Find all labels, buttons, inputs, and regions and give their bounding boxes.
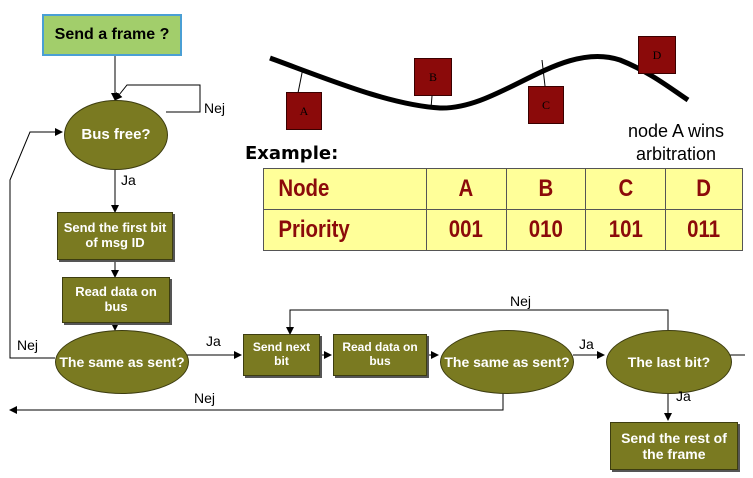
node-a: A — [286, 92, 322, 130]
table-header-cell: A — [431, 168, 501, 210]
nej-label: Nej — [194, 390, 216, 406]
last-bit-decision: The last bit? — [606, 330, 732, 394]
table-row: Node A B C D — [264, 168, 743, 210]
priority-table: Node A B C D Priority 001 010 101 011 — [263, 168, 743, 251]
table-header-cell: C — [591, 168, 660, 210]
table-cell: Priority — [275, 209, 415, 251]
same-as-sent-decision-1: The same as sent? — [55, 330, 189, 394]
node-b: B — [414, 58, 452, 96]
example-heading: Example: — [245, 143, 339, 164]
table-cell: 011 — [670, 209, 738, 251]
nej-label: Nej — [17, 337, 39, 353]
table-cell: 010 — [511, 209, 581, 251]
nej-label: Nej — [510, 293, 532, 309]
bus-free-decision: Bus free? — [64, 100, 168, 170]
read-data-box-1: Read data on bus — [62, 277, 170, 323]
ja-label: Ja — [676, 388, 691, 404]
nej-label: Nej — [204, 100, 226, 116]
table-cell: 001 — [431, 209, 501, 251]
table-row: Priority 001 010 101 011 — [264, 209, 743, 251]
table-header-cell: Node — [275, 168, 415, 210]
node-d: D — [638, 36, 676, 74]
ja-label: Ja — [579, 336, 594, 352]
send-frame-box: Send a frame ? — [42, 14, 182, 56]
send-first-bit-box: Send the first bit of msg ID — [57, 212, 173, 260]
table-cell: 101 — [591, 209, 660, 251]
ja-label: Ja — [206, 333, 221, 349]
send-rest-box: Send the rest of the frame — [610, 422, 738, 470]
arbitration-note: node A wins arbitration — [627, 121, 725, 164]
table-header-cell: B — [511, 168, 581, 210]
bus-line — [269, 53, 690, 111]
read-data-box-2: Read data on bus — [333, 334, 427, 376]
send-next-bit-box: Send next bit — [243, 334, 320, 376]
node-c: C — [528, 86, 564, 124]
table-header-cell: D — [670, 168, 738, 210]
ja-label: Ja — [121, 172, 136, 188]
same-as-sent-decision-2: The same as sent? — [440, 330, 574, 394]
